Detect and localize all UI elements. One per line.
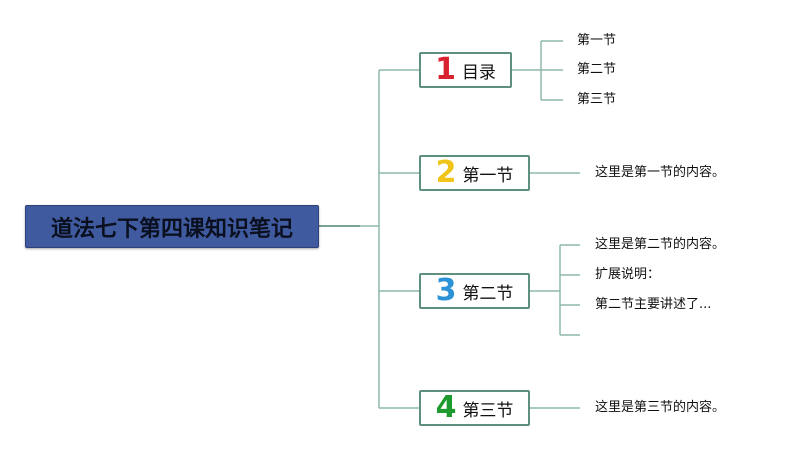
branch-number-3: 3 — [435, 273, 457, 308]
root-title: 道法七下第四课知识笔记 — [50, 216, 293, 242]
branch-toc[interactable]: 1 目录 — [419, 52, 512, 88]
branch-number-1: 1 — [435, 52, 456, 87]
branch-section-3[interactable]: 4 第三节 — [419, 390, 530, 426]
branch-label: 目录 — [461, 62, 496, 83]
leaf-topic[interactable]: 这里是第二节的内容。 — [595, 237, 726, 252]
leaf-topic[interactable]: 第二节主要讲述了... — [595, 297, 712, 312]
branch-number-4: 4 — [435, 390, 457, 425]
leaf-topic[interactable]: 这里是第三节的内容。 — [595, 400, 726, 415]
leaf-topic[interactable]: 第三节 — [577, 92, 617, 107]
branch-label: 第三节 — [462, 400, 514, 421]
root-topic[interactable]: 道法七下第四课知识笔记 — [25, 205, 319, 248]
branch-section-1[interactable]: 2 第一节 — [419, 155, 530, 191]
branch-label: 第二节 — [462, 283, 514, 304]
leaf-topic[interactable]: 这里是第一节的内容。 — [595, 165, 726, 180]
branch-section-2[interactable]: 3 第二节 — [419, 273, 530, 309]
leaf-topic[interactable]: 第一节 — [577, 33, 617, 48]
leaf-topic[interactable]: 第二节 — [577, 62, 617, 77]
leaf-topic[interactable]: 扩展说明： — [595, 267, 661, 282]
branch-number-2: 2 — [435, 155, 457, 190]
branch-label: 第一节 — [462, 165, 514, 186]
